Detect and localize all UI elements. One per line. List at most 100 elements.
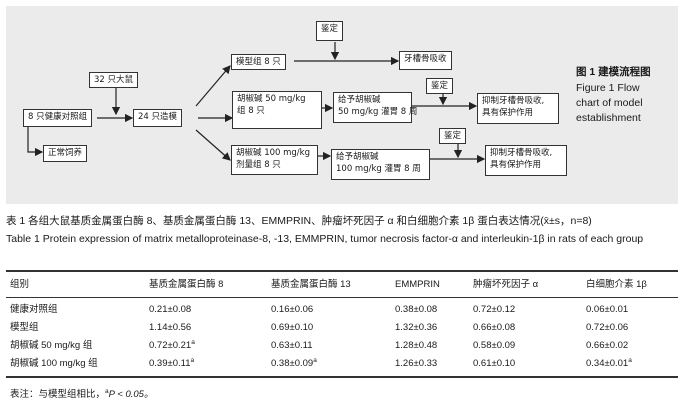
header-group: 组别 [10,279,30,290]
table-title-en: Table 1 Protein expression of matrix met… [6,233,644,245]
cell-value-text: 1.26±0.33 [395,358,438,369]
table-row: 模型组 1.14±0.56 0.69±0.10 1.32±0.36 0.66±0.08 0… [6,319,678,336]
cell-value-text: 0.38±0.09 [271,358,314,369]
header-emmprin: EMMPRIN [395,279,440,290]
note-suffix: P < 0.05。 [108,389,154,400]
cell-group: 胡椒碱 50 mg/kg 组 [10,340,93,351]
box-24-modeling: 24 只造模 [133,109,183,127]
header-il1b: 白细胞介素 1β [586,279,647,290]
flowchart-arrows [27,42,486,164]
box-line: 具有保护作用 [482,108,534,118]
cell-value: 0.16±0.06 [271,301,313,318]
cell-value-text: 0.58±0.09 [473,340,516,351]
note-superscript: a [105,387,109,395]
cell-value-text: 0.72±0.12 [473,304,516,315]
cell-value: 1.14±0.56 [149,319,191,336]
box-give-piperine-50: 给予胡椒碱 50 mg/kg 灌胃 8 周 [333,92,418,123]
cell-value-text: 0.72±0.06 [586,322,629,333]
cell-value-text: 1.14±0.56 [149,322,192,333]
cell-value-text: 0.69±0.10 [271,322,314,333]
box-alveolar-resorption: 牙槽骨吸收 [399,51,452,70]
cell-value-text: 0.16±0.06 [271,304,314,315]
cell-value: 0.38±0.08 [395,301,437,318]
box-inhibit-1: 抑制牙槽骨吸收, 具有保护作用 [477,93,559,124]
box-normal-feeding: 正常饲养 [43,145,88,162]
box-line: 剂量组 8 只 [236,160,281,170]
cell-value: 1.32±0.36 [395,319,437,336]
figure-caption-cn: 图 1 建模流程图 [576,66,651,78]
cell-value: 0.63±0.11 [271,337,313,354]
table-note: 表注：与模型组相比，aP < 0.05。 [10,386,153,400]
cell-value-text: 0.38±0.08 [395,304,438,315]
table-header-rule [6,297,678,298]
table-title-cn: 表 1 各组大鼠基质金属蛋白酶 8、基质金属蛋白酶 13、EMMPRIN、肿瘤坏… [6,215,592,227]
cell-value-text: 0.06±0.01 [586,304,629,315]
cell-group: 健康对照组 [10,304,58,315]
cell-value: 1.28±0.48 [395,337,437,354]
cell-value: 1.26±0.33 [395,355,437,372]
table-top-rule [6,270,678,272]
table-bottom-rule [6,376,678,378]
data-table: 组别 基质金属蛋白酶 8 基质金属蛋白酶 13 EMMPRIN 肿瘤坏死因子 α… [6,270,678,382]
box-line: 胡椒碱 50 mg/kg [237,94,306,104]
cell-value: 0.72±0.06 [586,319,628,336]
cell-superscript: a [190,356,195,364]
cell-superscript: a [628,356,632,364]
cell-superscript: a [313,356,317,364]
cell-value: 0.34±0.01a [586,355,632,372]
cell-value: 0.21±0.08 [149,301,191,318]
cell-value-text: 1.32±0.36 [395,322,438,333]
cell-group: 胡椒碱 100 mg/kg 组 [10,358,98,369]
cell-value: 0.58±0.09 [473,337,515,354]
box-line: 抑制牙槽骨吸收, [482,96,545,106]
figure-caption-en-3: establishment [576,112,641,124]
cell-value-text: 0.63±0.11 [271,340,313,351]
cell-value: 0.66±0.02 [586,337,628,354]
box-piperine-50-group: 胡椒碱 50 mg/kg 组 8 只 [232,91,322,129]
box-line: 抑制牙槽骨吸收, [490,148,553,158]
table-header-row: 组别 基质金属蛋白酶 8 基质金属蛋白酶 13 EMMPRIN 肿瘤坏死因子 α… [6,276,678,293]
box-32-rats: 32 只大鼠 [89,72,139,88]
cell-value-text: 0.66±0.08 [473,322,516,333]
cell-value-text: 0.66±0.02 [586,340,629,351]
cell-value-text: 0.61±0.10 [473,358,516,369]
figure-caption-en-1: Figure 1 Flow [576,82,640,94]
header-mmp13: 基质金属蛋白酶 13 [271,279,351,290]
cell-value: 0.72±0.12 [473,301,515,318]
cell-group: 模型组 [10,322,39,333]
cell-value: 0.69±0.10 [271,319,313,336]
cell-value: 0.38±0.09a [271,355,317,372]
box-line: 具有保护作用 [490,160,542,170]
box-line: 组 8 只 [237,106,265,116]
header-mmp8: 基质金属蛋白酶 8 [149,279,224,290]
table-row: 胡椒碱 50 mg/kg 组 0.72±0.21a 0.63±0.11 1.28±0.… [6,337,678,354]
cell-value-text: 0.72±0.21 [149,340,192,351]
figure-caption-en-2: chart of model [576,97,643,109]
cell-value: 0.61±0.10 [473,355,515,372]
box-line: 给予胡椒碱 [338,95,381,105]
cell-value: 0.66±0.08 [473,319,515,336]
note-prefix: 表注：与模型组相比， [10,389,106,400]
cell-value-text: 0.21±0.08 [149,304,192,315]
box-model-group: 模型组 8 只 [231,54,286,70]
box-line: 胡椒碱 100 mg/kg [236,148,310,158]
box-jianding-3: 鉴定 [439,128,467,144]
header-tnf: 肿瘤坏死因子 α [473,279,539,290]
cell-value: 0.72±0.21a [149,337,195,354]
cell-value-text: 0.39±0.11 [149,358,191,369]
cell-value: 0.39±0.11a [149,355,194,372]
cell-superscript: a [191,338,195,346]
table-row: 健康对照组 0.21±0.08 0.16±0.06 0.38±0.08 0.72±0.1… [6,301,678,318]
box-jianding-2: 鉴定 [426,78,454,94]
flowchart-figure: 鉴定 模型组 8 只 牙槽骨吸收 32 只大鼠 胡椒碱 50 mg/kg 组 8… [6,6,678,204]
box-give-piperine-100: 给予胡椒碱 100 mg/kg 灌胃 8 周 [331,149,430,180]
box-inhibit-2: 抑制牙槽骨吸收, 具有保护作用 [485,145,567,176]
box-jianding-1: 鉴定 [316,21,344,41]
box-line: 100 mg/kg 灌胃 8 周 [336,164,421,174]
cell-value-text: 1.28±0.48 [395,340,438,351]
box-piperine-100-group: 胡椒碱 100 mg/kg 剂量组 8 只 [231,145,318,175]
box-healthy-control: 8 只健康对照组 [23,109,93,127]
box-line: 50 mg/kg 灌胃 8 周 [338,107,418,117]
box-line: 给予胡椒碱 [336,152,379,162]
